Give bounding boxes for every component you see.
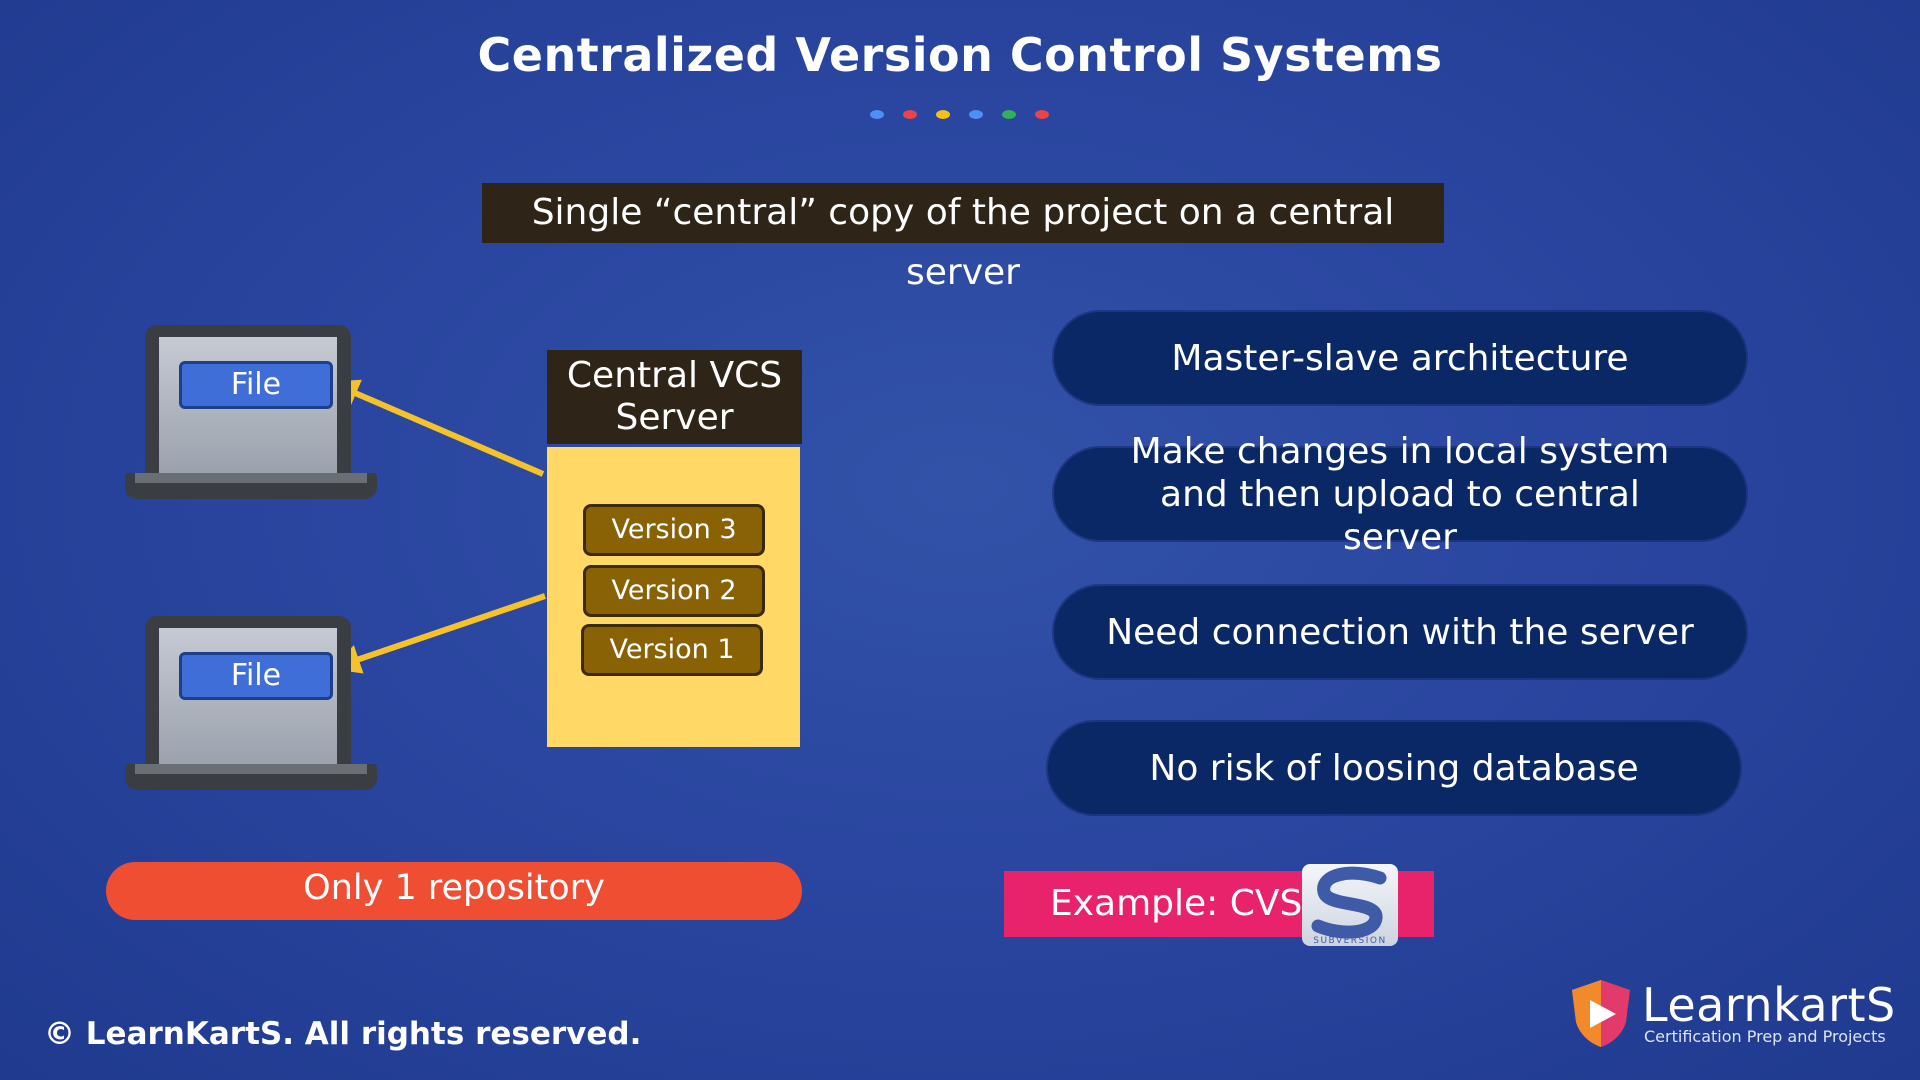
laptop-keyboard-deck bbox=[135, 764, 367, 774]
decoration-dot bbox=[903, 110, 917, 119]
decoration-dot bbox=[870, 110, 884, 119]
title-decoration-dots bbox=[870, 110, 1050, 124]
slide-title: Centralized Version Control Systems bbox=[477, 28, 1443, 82]
subversion-logo-text: SUBVERSION bbox=[1313, 936, 1386, 946]
file-box: File bbox=[179, 652, 333, 700]
feature-pill-server-connection: Need connection with the server bbox=[1054, 586, 1746, 678]
copyright-notice: © LearnKartS. All rights reserved. bbox=[44, 1016, 642, 1052]
client-laptop-2: File bbox=[125, 616, 377, 792]
brand-tagline: Certification Prep and Projects bbox=[1644, 1027, 1886, 1046]
brand-name: LearnkartS bbox=[1642, 978, 1896, 1032]
version-box: Version 1 bbox=[581, 624, 763, 676]
file-box: File bbox=[179, 361, 333, 409]
arrow-server-to-laptop-1 bbox=[328, 379, 545, 477]
decoration-dot bbox=[1035, 110, 1049, 119]
server-title-line-1: Central VCS bbox=[566, 355, 783, 396]
feature-pill-local-changes: Make changes in local system and then up… bbox=[1054, 431, 1746, 558]
feature-pill-master-slave: Master-slave architecture bbox=[1054, 312, 1746, 404]
feature-pill-no-risk: No risk of loosing database bbox=[1048, 722, 1740, 814]
server-header: Central VCS Server bbox=[547, 350, 802, 444]
feature-text: Make changes in local system and then up… bbox=[1130, 430, 1670, 558]
learnkarts-logo bbox=[1568, 978, 1634, 1048]
decoration-dot bbox=[1002, 110, 1016, 119]
decoration-dot bbox=[936, 110, 950, 119]
example-label: Example: CVS bbox=[1050, 883, 1303, 924]
arrow-server-to-laptop-2 bbox=[330, 593, 546, 674]
version-box: Version 3 bbox=[583, 504, 765, 556]
decoration-dot bbox=[969, 110, 983, 119]
repository-bar: Only 1 repository bbox=[106, 862, 802, 920]
laptop-keyboard-deck bbox=[135, 473, 367, 483]
server-title-line-2: Server bbox=[615, 397, 734, 438]
play-shield-icon bbox=[1572, 980, 1630, 1047]
subversion-logo: SUBVERSION bbox=[1302, 864, 1398, 946]
subversion-s-icon: SUBVERSION bbox=[1311, 866, 1387, 946]
client-laptop-1: File bbox=[125, 325, 377, 501]
definition-banner: Single “central” copy of the project on … bbox=[482, 183, 1444, 293]
version-box: Version 2 bbox=[583, 565, 765, 617]
